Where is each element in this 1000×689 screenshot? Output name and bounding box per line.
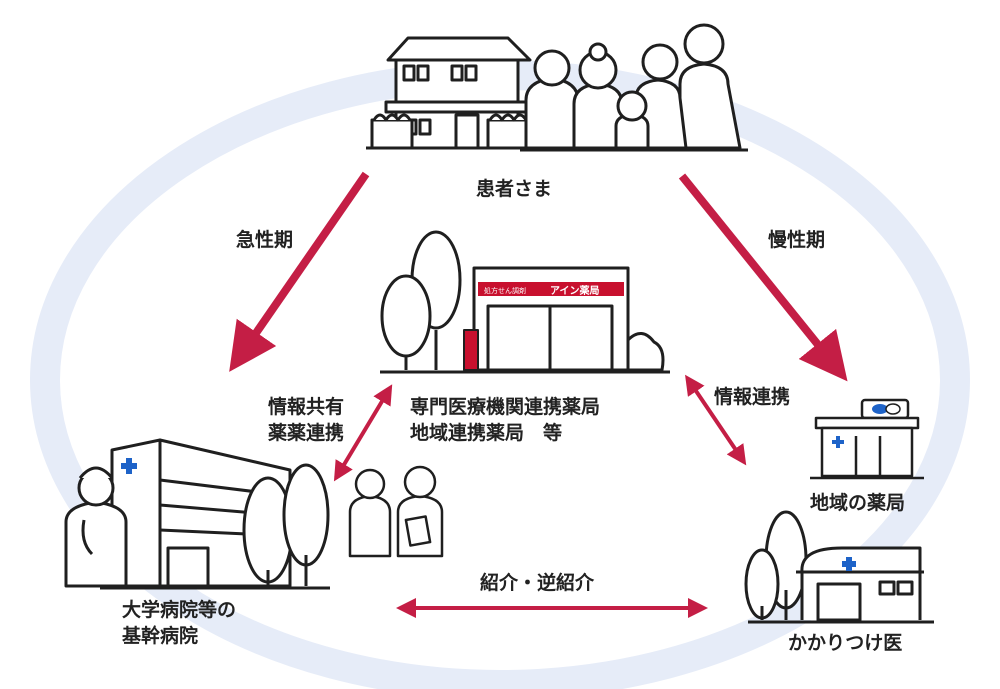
acute-arrow: [229, 171, 370, 372]
regional-pharmacy-label: 地域の薬局: [810, 492, 906, 514]
clinic-cross-icon: [842, 557, 856, 571]
pharmacists-icon: [348, 465, 444, 558]
chronic-arrow: [678, 173, 848, 382]
doctor-icon: [64, 466, 128, 588]
small-pharmacy-icon: [810, 398, 924, 480]
info-link-arrow: [685, 374, 747, 466]
small-pharmacy-cross-icon: [832, 436, 844, 448]
info-link-label: 情報連携: [714, 386, 791, 408]
hospital-cross-icon: [121, 458, 137, 474]
referral-label: 紹介・逆紹介: [480, 572, 595, 594]
chronic-label: 慢性期: [768, 229, 826, 251]
center-pharmacy-line2: 地域連携薬局 等: [410, 422, 563, 444]
clinic-icon: [744, 510, 934, 624]
info-share-arrow: [333, 384, 393, 482]
university-hospital-label: 大学病院等の 基幹病院: [122, 597, 236, 649]
info-share-line2: 薬薬連携: [268, 422, 345, 444]
pill-icon: [872, 403, 901, 415]
university-hospital-line2: 基幹病院: [122, 625, 199, 647]
family-icon: [520, 23, 748, 152]
info-share-label: 情報共有 薬薬連携: [268, 394, 344, 446]
pharmacy-store-icon: [380, 230, 670, 374]
patients-label: 患者さま: [476, 178, 553, 200]
acute-label: 急性期: [236, 229, 294, 251]
store-sign-prefix: 処方せん調剤: [484, 286, 526, 295]
family-doctor-label: かかりつけ医: [788, 632, 903, 654]
info-share-line1: 情報共有: [268, 396, 345, 418]
store-sign-name: アイン薬局: [550, 284, 600, 297]
hospital-icon: [100, 438, 330, 590]
center-pharmacy-line1: 専門医療機関連携薬局: [410, 396, 601, 418]
university-hospital-line1: 大学病院等の: [122, 599, 237, 621]
center-pharmacy-label: 専門医療機関連携薬局 地域連携薬局 等: [410, 394, 600, 446]
